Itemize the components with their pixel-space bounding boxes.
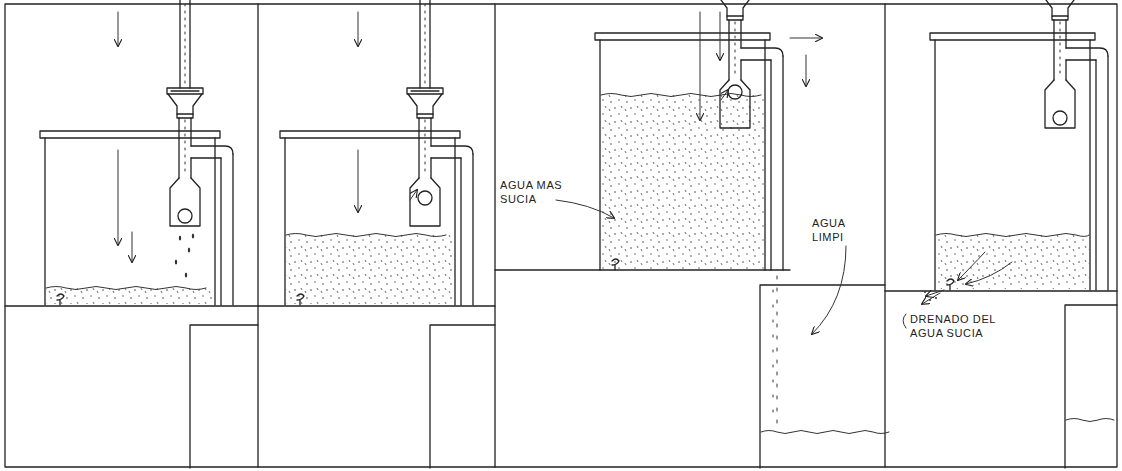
circle-shape [929,299,931,301]
g-shape [924,291,937,301]
rect-shape [40,131,220,138]
use-shape [407,0,473,226]
sketch-line [612,259,619,270]
sketch-line [495,269,790,270]
sketch-line [761,431,889,434]
sketch-line [556,200,614,218]
sketch-line [721,90,728,100]
sketch-line [297,294,304,305]
rect-shape [595,33,770,40]
sketch-line [221,154,233,305]
rect-shape [601,95,764,269]
sketch-line [358,12,359,46]
ellipse-shape [188,248,190,253]
sketch-line [285,138,455,305]
panel-frame [5,4,1117,467]
sketch-line [286,234,446,237]
rect-shape [280,131,460,138]
circle-shape [935,297,937,299]
sketch-line [601,94,761,97]
sketch-line [935,40,1090,290]
note-label: AGUA LIMPI [812,216,872,244]
sketch-line [57,294,64,305]
rect-shape [5,4,1117,467]
sketch-line [958,252,985,280]
sketch-line [777,276,778,428]
sketch-line [5,305,258,306]
sketch-line [258,4,885,467]
sketch-line [790,38,822,39]
sketch-line [885,290,1117,291]
rect-shape [936,235,1089,289]
sketch-line [773,290,774,420]
sketch-line [806,55,807,86]
sketch-line [936,234,1089,237]
sketch-line [1065,305,1117,468]
circle-shape [1053,111,1067,125]
note-label: AGUA MAS SUCIA [500,178,590,206]
sketch-line [720,12,721,60]
circle-shape [418,191,432,205]
sketch-line [1096,56,1108,290]
sketch-line [771,56,783,270]
circle-shape [178,209,192,223]
rect-shape [286,235,454,304]
sketch-line [903,314,906,328]
rect-shape [46,288,214,304]
sketch-line [46,287,206,290]
sketch-line [258,305,495,306]
ellipse-shape [192,234,194,239]
ellipse-shape [185,273,187,278]
note-label: DRENADO DEL AGUA SUCIA [910,312,1020,340]
g-shape [175,234,194,278]
sketch-line [118,12,119,46]
use-shape [167,0,233,226]
ellipse-shape [175,260,177,265]
sketch-line [358,150,359,212]
panel-one [5,0,258,468]
panel-four [885,0,1117,468]
circle-shape [728,85,742,99]
use-shape [717,0,783,128]
sketch-line [947,279,954,290]
sketch-line [966,262,1012,284]
sketch-line [812,246,846,334]
sketch-line [410,190,417,200]
panel-three [495,0,889,468]
use-shape [1042,0,1108,128]
sketch-line [45,138,215,305]
sketch-line [922,293,940,304]
sketch-line [1066,419,1114,422]
sketch-line [430,325,495,468]
sketch-line [190,325,258,468]
panel-two [258,0,495,468]
circle-shape [924,291,926,293]
rect-shape [930,33,1095,40]
sketch-line [132,232,133,262]
sketch-line [926,290,944,296]
sketch-line [700,12,701,120]
sketch-line [118,150,119,245]
ellipse-shape [179,236,181,241]
sketch-line [600,40,765,270]
sketch-line [461,154,473,305]
sketch-line [760,285,885,468]
